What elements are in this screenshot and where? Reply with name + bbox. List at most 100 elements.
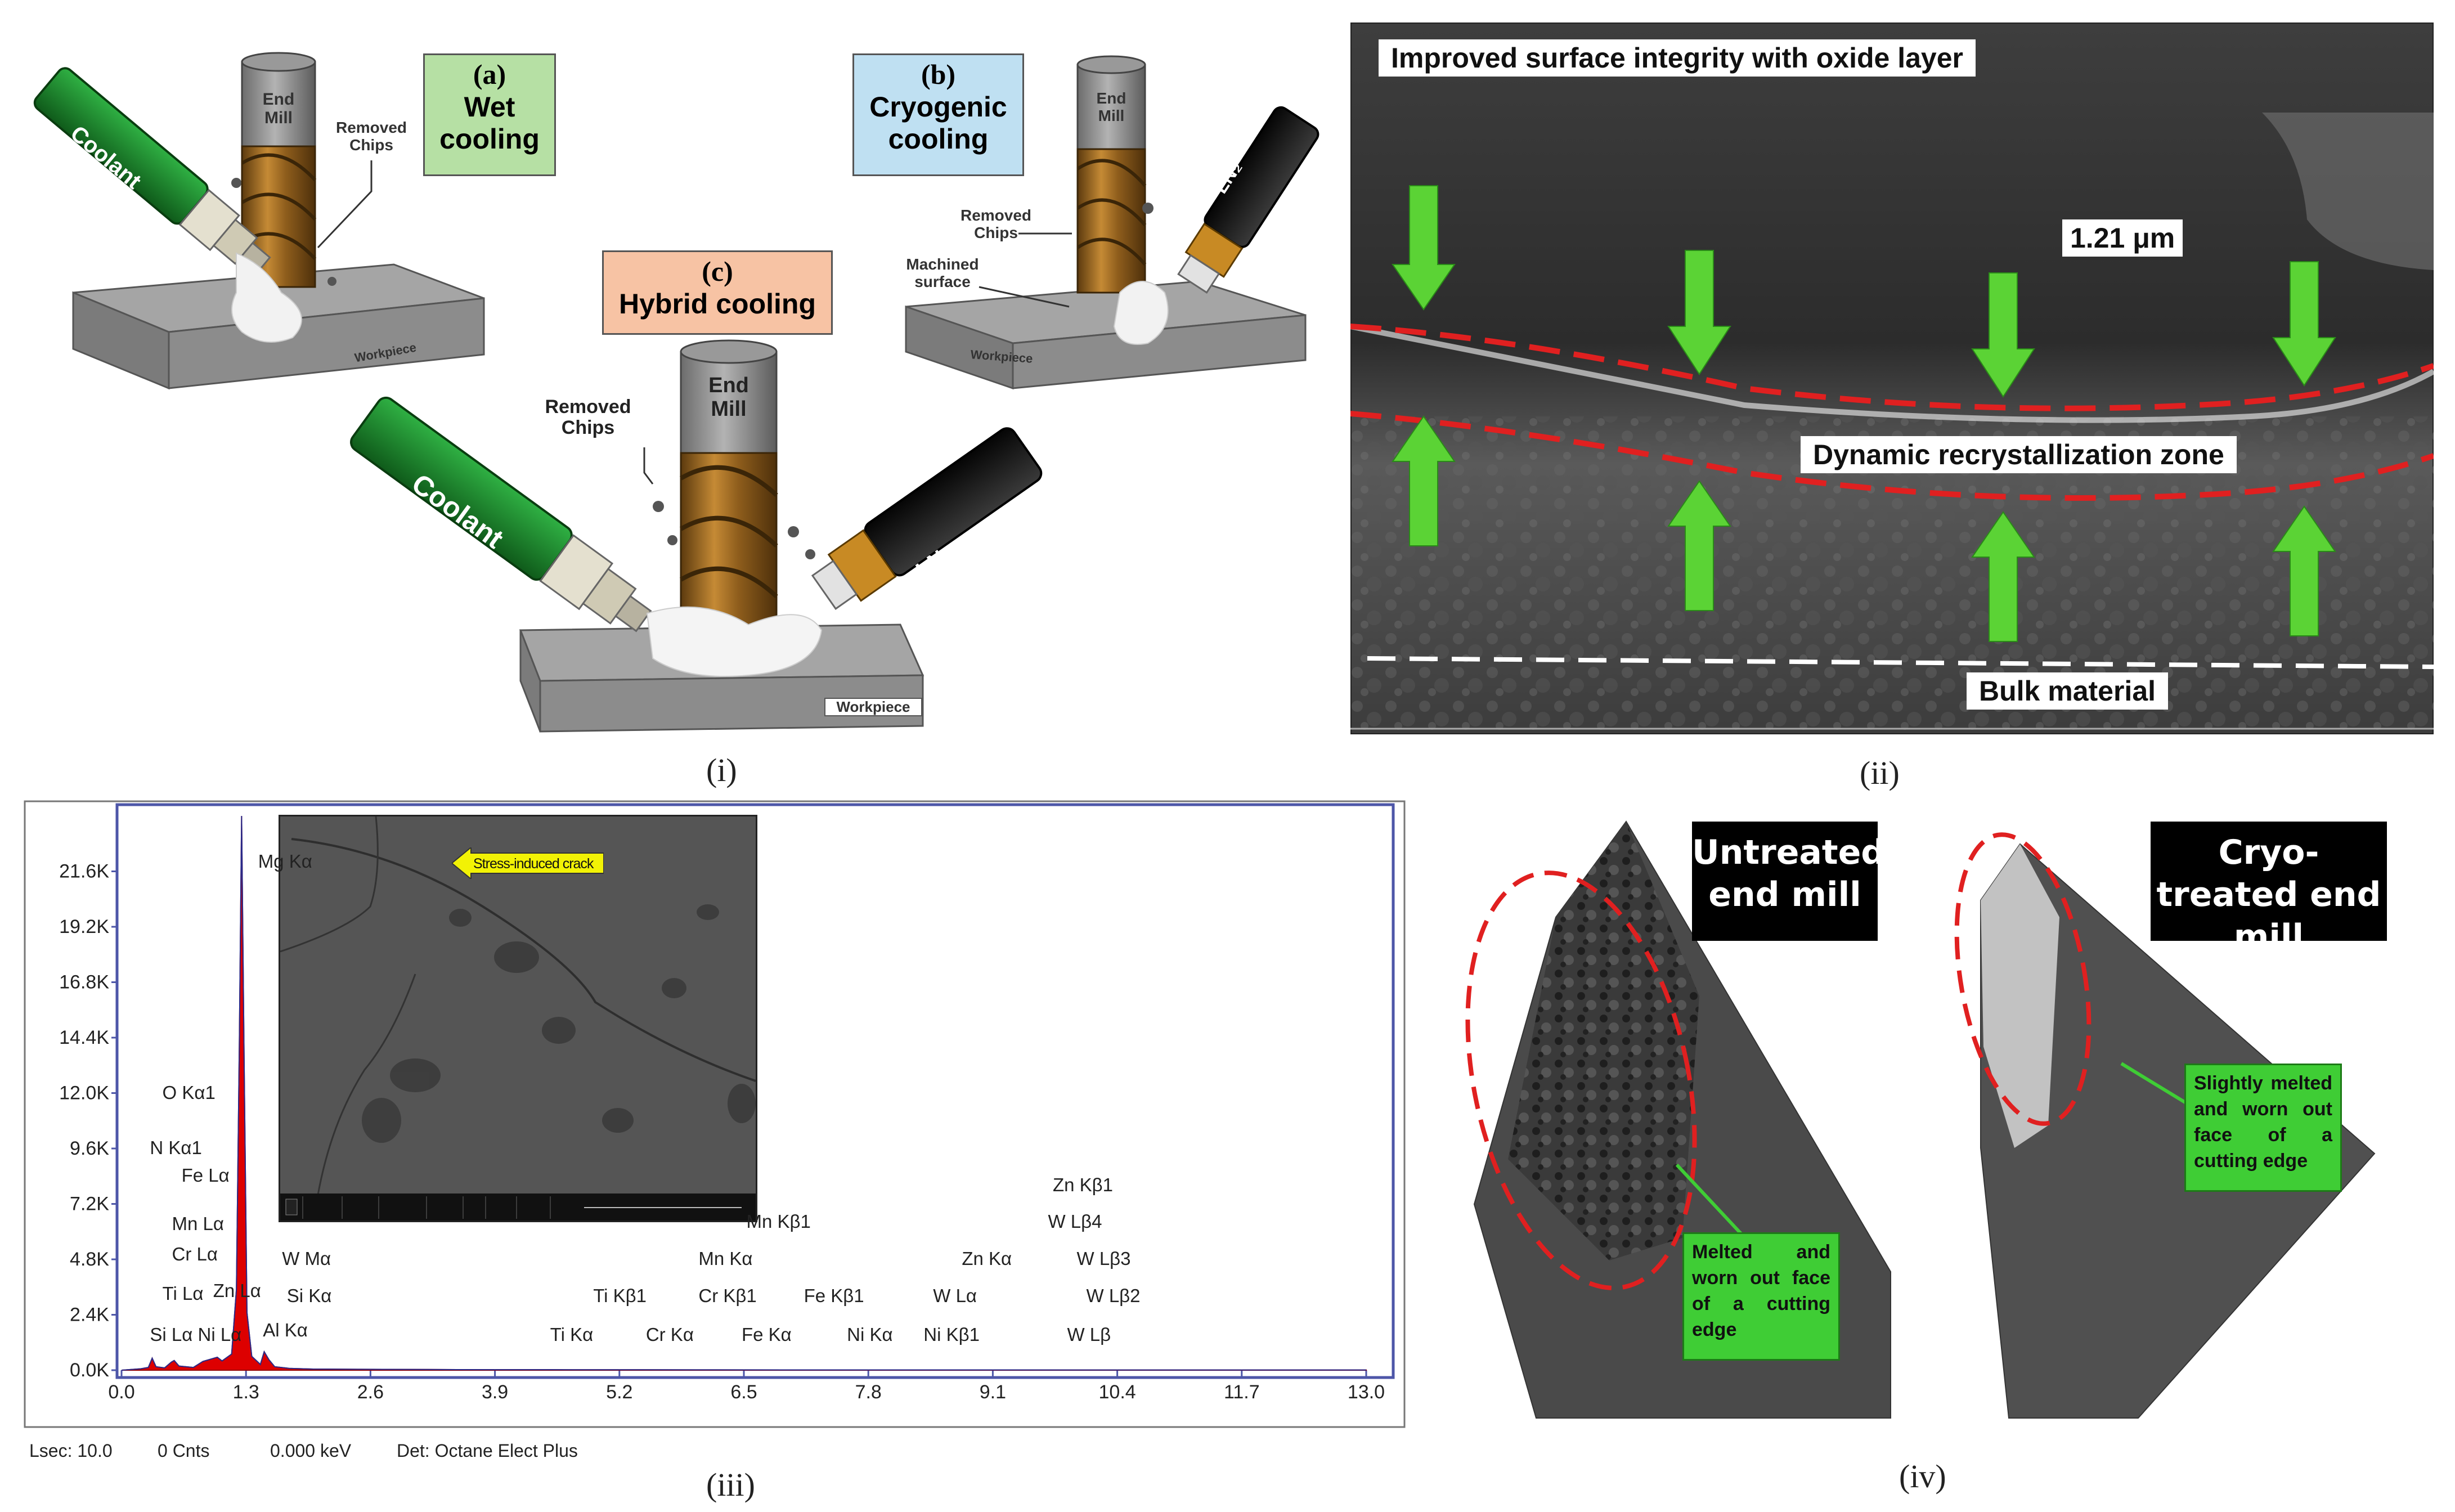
untreated-tag: Untreated end mill — [1692, 822, 1885, 941]
hybrid-workpiece-label: Workpiece — [824, 698, 922, 716]
peak-label: Zn Kα — [962, 1248, 1012, 1269]
y-tick-label: 16.8K — [59, 972, 109, 993]
x-tick-label: 5.2 — [606, 1381, 632, 1403]
peak-label: Al Kα — [263, 1320, 308, 1341]
peak-label: W Lβ2 — [1086, 1285, 1141, 1306]
peak-label: Mn Kβ1 — [746, 1211, 811, 1232]
peak-label: Ti Lα — [162, 1282, 204, 1304]
thickness-label: 1.21 μm — [2062, 219, 2183, 257]
peak-label: N Kα1 — [150, 1137, 202, 1158]
peak-label: Zn Lα — [213, 1280, 261, 1302]
cryo-cooling-box: (b) Cryogenic cooling — [852, 53, 1024, 176]
crack-label: Stress-induced crack — [473, 856, 594, 872]
crack-arrow-icon — [452, 847, 604, 879]
x-tick-label: 13.0 — [1348, 1381, 1385, 1403]
y-tick-label: 9.6K — [70, 1138, 109, 1159]
hybrid-end-mill-label: End Mill — [708, 374, 749, 421]
removed-chips — [231, 178, 1154, 559]
hybrid-cooling-box: (c) Hybrid cooling — [602, 250, 833, 335]
y-tick-label: 2.4K — [70, 1304, 109, 1326]
peak-label: Ni Lα — [198, 1324, 242, 1345]
untreated-note: Melted and worn out face of a cutting ed… — [1682, 1232, 1840, 1361]
hybrid-coolant-nozzle — [350, 396, 652, 632]
untreated-wear-ellipse — [1465, 871, 1697, 1290]
x-tick-label: 10.4 — [1099, 1381, 1136, 1403]
hybrid-ln2-nozzle — [646, 427, 1043, 677]
panel-ii-label: (ii) — [1860, 755, 1900, 791]
cryo-note-pointer — [2120, 1062, 2187, 1105]
x-tick-label: 3.9 — [482, 1381, 508, 1403]
leader-wet-chips — [317, 160, 372, 249]
panel-i-label: (i) — [706, 752, 737, 788]
drx-boundary-lower — [1350, 411, 2434, 501]
peak-label: W Lβ — [1067, 1324, 1111, 1345]
cryo-letter: (b) — [921, 59, 956, 90]
wet-cooling-box: (a) Wet cooling — [423, 53, 556, 176]
green-arrows-down — [1392, 185, 2336, 398]
cryo-ln2-nozzle — [1113, 106, 1319, 345]
kev-readout: 0.000 keV — [270, 1441, 352, 1461]
peak-label: Fe Kα — [741, 1324, 792, 1345]
y-tick-label: 0.0K — [70, 1360, 109, 1381]
peak-label: Mg Kα — [258, 851, 312, 872]
peak-label: Si Kα — [286, 1285, 332, 1306]
hybrid-removed-chips-label: Removed Chips — [545, 396, 631, 439]
x-tick-label: 11.7 — [1224, 1381, 1260, 1403]
panel-ii: Improved surface integrity with oxide la… — [1350, 23, 2448, 810]
bulk-boundary — [1367, 656, 2434, 669]
cryo-tag: Cryo-treated end mill — [2151, 822, 2387, 957]
peak-label: Si Lα — [150, 1324, 193, 1345]
sem-inset: Stress-induced crack — [279, 815, 757, 1222]
y-tick-label: 12.0K — [59, 1083, 109, 1104]
peak-label: Zn Kβ1 — [1052, 1174, 1113, 1195]
leader-hybrid-chips — [643, 447, 654, 484]
peak-label: Ni Kβ1 — [923, 1324, 980, 1345]
peak-label: Mn Lα — [172, 1213, 224, 1235]
x-tick-label: 1.3 — [233, 1381, 259, 1403]
peak-label: Cr Lα — [172, 1243, 218, 1264]
oxide-layer-label: Improved surface integrity with oxide la… — [1379, 39, 1976, 77]
wet-end-mill-label: End Mill — [262, 90, 295, 127]
sem-inset-image — [280, 816, 756, 1221]
wet-removed-chips-label: Removed Chips — [335, 119, 407, 154]
peak-label: Cr Kα — [645, 1324, 694, 1345]
peak-label: W Lα — [933, 1285, 977, 1306]
x-tick-label: 6.5 — [730, 1381, 757, 1403]
peak-label: Ti Kα — [550, 1324, 594, 1345]
peak-label: Cr Kβ1 — [698, 1285, 757, 1306]
cryo-title: Cryogenic cooling — [869, 91, 1007, 155]
lsec-readout: Lsec: 10.0 — [29, 1441, 113, 1461]
wet-end-mill — [241, 52, 317, 288]
counts-readout: 0 Cnts — [158, 1441, 210, 1461]
sem-cross-section — [1350, 23, 2434, 734]
untreated-worn-edge — [1508, 822, 1699, 1260]
wet-title: Wet cooling — [439, 91, 540, 155]
panel-iv: Untreated end mill Cryo-treated end mill… — [1440, 810, 2448, 1508]
cryo-workpiece — [905, 280, 1307, 390]
wet-coolant-nozzle — [33, 67, 302, 343]
drx-zone-label: Dynamic recrystallization zone — [1801, 436, 2237, 473]
cryo-end-mill — [1076, 55, 1147, 294]
cryo-note: Slightly melted and worn out face of a c… — [2184, 1064, 2342, 1192]
y-tick-label: 4.8K — [70, 1249, 109, 1270]
detector-readout: Det: Octane Elect Plus — [397, 1441, 578, 1461]
x-tick-label: 0.0 — [108, 1381, 134, 1403]
peak-label: Ti Kβ1 — [593, 1285, 647, 1306]
wet-letter: (a) — [473, 59, 506, 90]
eds-spectrum — [121, 815, 1367, 1371]
hybrid-end-mill — [679, 339, 778, 634]
x-tick-label: 2.6 — [357, 1381, 384, 1403]
bulk-material-label: Bulk material — [1967, 672, 2169, 710]
leader-machined-surface — [979, 286, 1070, 308]
cryo-end-mill-label: End Mill — [1096, 89, 1126, 124]
panel-i: End Mill End Mill End Mill Coolant Coola… — [0, 0, 1328, 799]
hybrid-title: Hybrid cooling — [619, 288, 816, 320]
y-tick-label: 14.4K — [59, 1027, 109, 1048]
peak-label: Ni Kα — [847, 1324, 893, 1345]
x-tick-label: 9.1 — [980, 1381, 1006, 1403]
peak-label: Mn Kα — [698, 1248, 753, 1269]
peak-label: O Kα1 — [162, 1082, 216, 1103]
y-tick-label: 19.2K — [59, 916, 109, 937]
